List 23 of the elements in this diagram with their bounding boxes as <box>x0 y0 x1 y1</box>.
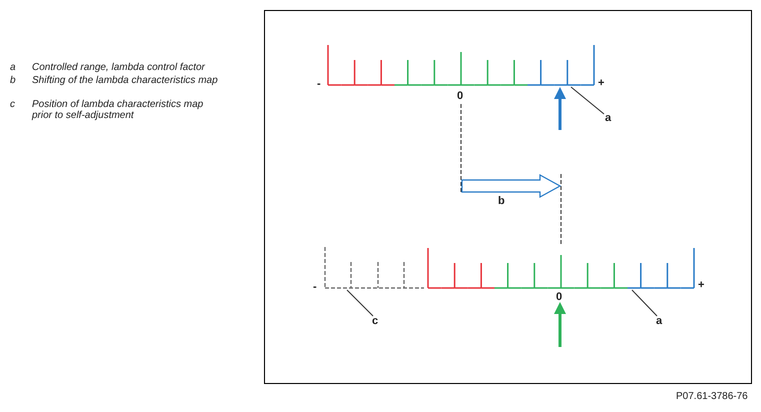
leader-line <box>346 290 374 316</box>
key-letter: b <box>10 75 16 86</box>
minus-sign: - <box>317 78 321 90</box>
key-letter: c <box>10 99 15 110</box>
key-letter: a <box>10 62 16 73</box>
leader-line <box>570 86 604 114</box>
shift-letter: b <box>498 195 505 207</box>
zero-mark: 0 <box>556 291 562 303</box>
drawing-code: P07.61-3786-76 <box>676 391 748 402</box>
key-text: Position of lambda characteristics map prior to self-adjustment <box>32 99 204 121</box>
lambda-scale <box>327 45 595 86</box>
dashed-scale <box>324 247 424 289</box>
key-text: Shifting of the lambda characteristics map <box>32 75 219 86</box>
callout-letter: c <box>372 315 378 327</box>
callout-letter: a <box>605 112 612 124</box>
plus-sign: + <box>598 77 604 89</box>
zero-mark: 0 <box>457 90 464 102</box>
leader-line <box>632 290 658 316</box>
minus-sign: - <box>313 281 317 293</box>
callout-letter: a <box>656 315 662 327</box>
lambda-scale <box>427 248 695 289</box>
plus-sign: + <box>698 279 704 291</box>
key-text: Controlled range, lambda control factor <box>32 62 206 73</box>
